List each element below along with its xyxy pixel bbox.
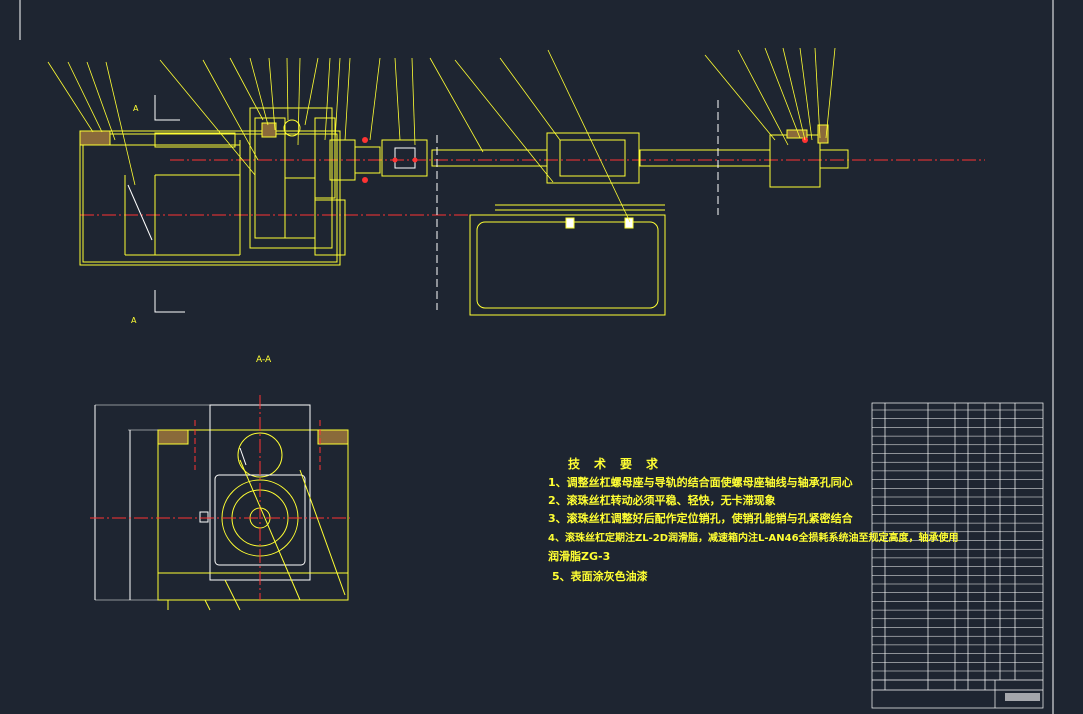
view-label-bottom: A: [131, 316, 137, 325]
requirement-3: 3、滚珠丝杠调整好后配作定位销孔，使销孔能销与孔紧密结合: [548, 512, 853, 525]
main-view: [79, 95, 985, 316]
section-view: [90, 395, 350, 611]
section-label: A-A: [256, 355, 272, 365]
requirement-5: 5、表面涂灰色油漆: [552, 570, 648, 583]
requirement-2: 2、滚珠丝杠转动必须平稳、轻快，无卡滞现象: [548, 494, 776, 507]
parts-list: [871, 402, 1044, 709]
technical-requirements-title: 技术要求: [568, 457, 673, 471]
requirement-1: 1、调整丝杠螺母座与导轨的结合面使螺母座轴线与轴承孔同心: [548, 476, 853, 489]
requirement-4: 4、滚珠丝杠定期注ZL-2D润滑脂，减速箱内注L-AN46全损耗系统油至规定高度…: [548, 533, 959, 544]
requirement-4-cont: 润滑脂ZG-3: [548, 550, 611, 563]
view-label-top: A: [133, 104, 139, 113]
leader-lines-main: [47, 47, 836, 223]
parts-list-rows: [872, 409, 1043, 672]
